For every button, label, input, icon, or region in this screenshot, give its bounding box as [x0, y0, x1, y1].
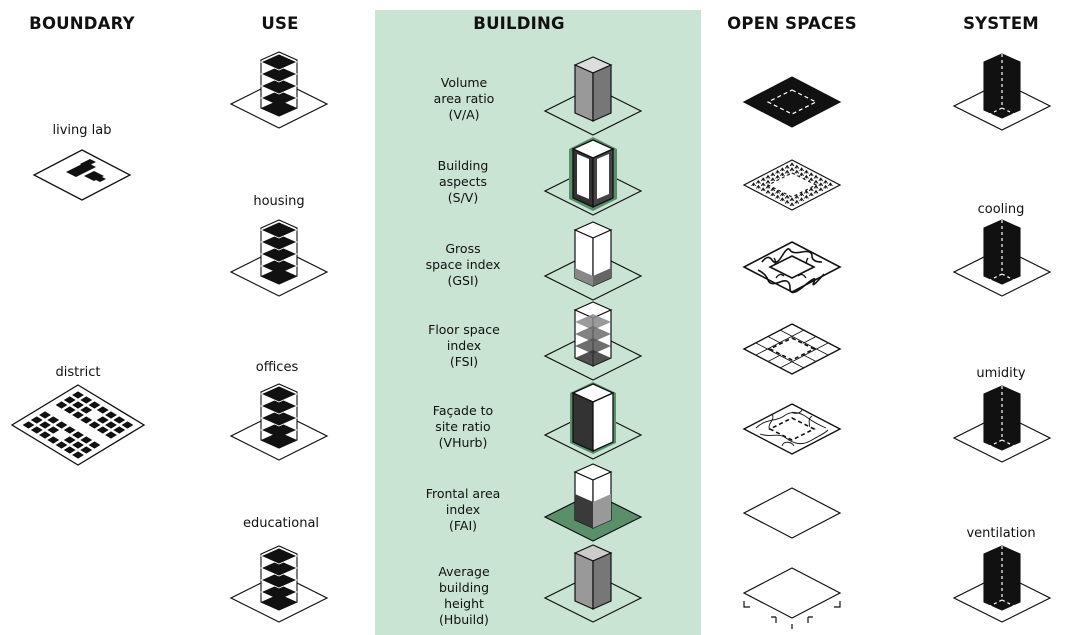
vegetation-plane-icon: [742, 159, 842, 211]
curly-plane-icon: [742, 241, 842, 294]
system-prism-icon-4: [952, 545, 1052, 623]
floor-space-icon: [543, 301, 643, 381]
gross-space-icon: [543, 221, 643, 301]
use-label-housing: housing: [253, 194, 305, 209]
building-header: BUILDING: [473, 14, 565, 33]
grid-plane-icon: [742, 323, 842, 375]
building-aspects-icon: [543, 137, 643, 216]
use-stacked-floors-icon-2: [229, 219, 329, 297]
system-prism-icon-1: [952, 53, 1052, 131]
contour-plane-icon: [742, 403, 842, 455]
district-grid-icon: [10, 384, 146, 466]
average-height-icon: [543, 544, 643, 623]
use-label-offices: offices: [255, 360, 299, 375]
use-header: USE: [261, 14, 299, 33]
boundary-label-living-lab: living lab: [52, 123, 112, 138]
boundary-label-district: district: [55, 365, 101, 380]
boundary-header: BOUNDARY: [29, 14, 135, 33]
system-header: SYSTEM: [963, 14, 1039, 33]
open-spaces-header: OPEN SPACES: [727, 14, 857, 33]
use-label-educational: educational: [242, 516, 320, 531]
corner-marks-plane-icon: [742, 567, 842, 629]
frontal-area-icon: [543, 463, 643, 542]
use-stacked-floors-icon-3: [229, 383, 329, 461]
system-label-umidity: umidity: [976, 366, 1026, 381]
grey-volume-icon: [543, 56, 643, 136]
system-label-cooling: cooling: [977, 202, 1025, 217]
use-stacked-floors-icon-1: [229, 51, 329, 129]
use-stacked-floors-icon-4: [229, 545, 329, 623]
facade-ratio-icon: [543, 382, 643, 460]
empty-plane-icon: [742, 487, 842, 539]
building-column-background: [375, 10, 701, 635]
system-label-ventilation: ventilation: [966, 526, 1036, 541]
system-prism-icon-2: [952, 219, 1052, 297]
living-lab-plot-icon: [32, 149, 132, 201]
system-prism-icon-3: [952, 385, 1052, 463]
black-plane-icon: [742, 76, 842, 128]
